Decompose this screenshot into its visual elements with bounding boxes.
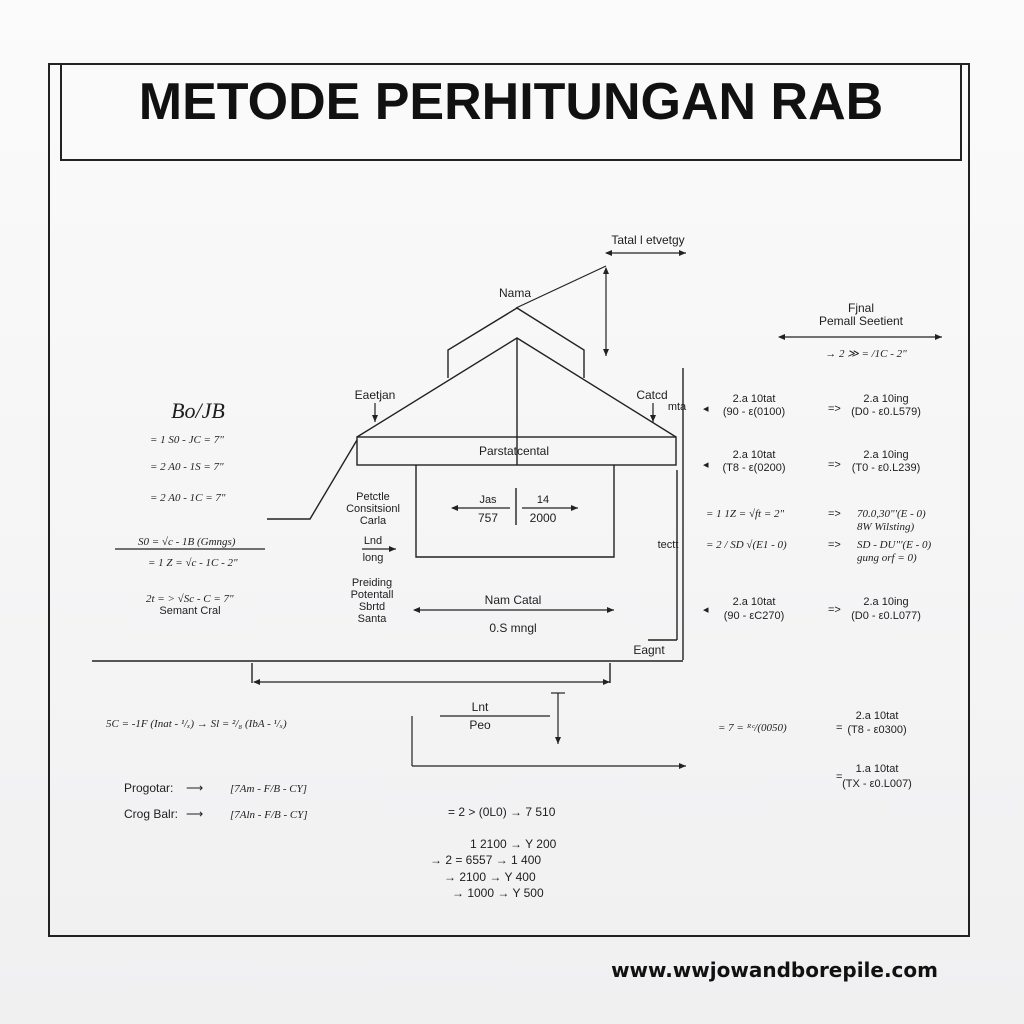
mid-block3-line3: Sbrtd	[359, 601, 385, 613]
right-side-mid-label: tectt	[658, 539, 679, 551]
dimension-arrows	[115, 250, 942, 769]
progotar-expr: [7Am - F/B - CY]	[230, 783, 307, 795]
house-structure	[92, 307, 684, 683]
row1-a-top: 2.a 10tat	[733, 393, 776, 405]
row3-a-top: = 1 1Z = √ft = 2"	[706, 508, 785, 520]
calc-line-1: = 2 > (0L0) → 7 510	[448, 805, 556, 819]
bottom-right-r2-top: 1.a 10tat	[856, 763, 899, 775]
row1-b-bot: (D0 - ε0.L579)	[851, 406, 921, 418]
mid-block2-line1: Lnd	[364, 535, 382, 547]
row2-b-top: 2.a 10ing	[863, 449, 908, 461]
row2-a-bot: (T8 - ε(0200)	[723, 462, 786, 474]
left-lower-formula: 2t = > √Sc - C = 7"	[146, 593, 234, 605]
row3-b-extra: 8W Wilsting)	[857, 521, 914, 533]
bottom-mid-bot: Peo	[469, 718, 491, 732]
outer-frame	[48, 63, 970, 937]
left-note-line-2: = 2 A0 - 1S = 7"	[150, 461, 224, 473]
left-mid-formula: S0 = √c - 1B (Gmngs)	[138, 536, 236, 548]
corner-label: Eagnt	[633, 643, 665, 657]
row3-eq-2: =>	[828, 539, 841, 551]
roof-peak-label: Nama	[499, 286, 531, 300]
right-rows: ◂ 2.a 10tat (90 - ε(0100) => 2.a 10ing (…	[703, 393, 932, 622]
mid-block3-line2: Potentall	[351, 589, 394, 601]
right-header-top: Fjnal	[848, 301, 874, 315]
page-title: METODE PERHITUNGAN RAB	[138, 73, 884, 131]
row1-a-bot: (90 - ε(0100)	[723, 406, 785, 418]
mid-block1-line3: Carla	[360, 515, 387, 527]
row4-b-top: 2.a 10ing	[863, 596, 908, 608]
left-eave-label: Eaetjan	[355, 388, 396, 402]
row4-a-bot: (90 - εC270)	[724, 610, 785, 622]
mid-block1-line2: Consitsionl	[346, 503, 400, 515]
progotar-arrow: ⟶	[186, 781, 203, 795]
inner-dim-right-bot: 2000	[530, 511, 557, 525]
row4-eq: =>	[828, 604, 841, 616]
crog-arrow: ⟶	[186, 807, 203, 821]
row2-eq: =>	[828, 459, 841, 471]
calc-line-3: → 2 = 6557 → 1 400	[430, 853, 541, 867]
right-eave-label: Catcd	[636, 388, 667, 402]
crog-label: Crog Balr:	[124, 807, 178, 821]
bottom-mid-top: Lnt	[472, 700, 489, 714]
inner-dim-right-top: 14	[537, 494, 549, 506]
crog-expr: [7Aln - F/B - CY]	[230, 809, 308, 821]
mid-block2-line2: long	[363, 552, 384, 564]
mid-block3-line4: Santa	[358, 613, 388, 625]
left-mid-line: = 1 Z = √c - 1C - 2"	[148, 557, 238, 569]
inner-dim-left-top: Jas	[479, 494, 497, 506]
title-box	[60, 63, 962, 161]
bottom-right-eq: = 7 = ᴿᶜ/(0050)	[718, 722, 787, 734]
row3-b-bot: SD - DU"'(E - 0)	[857, 539, 932, 551]
row3-a-bot: = 2 / SD √(E1 - 0)	[706, 539, 787, 551]
left-note-line-1: = 1 S0 - JC = 7"	[150, 434, 224, 446]
inner-dim-left-bot: 757	[478, 511, 498, 525]
footer-website-url[interactable]: www.wwjowandborepile.com	[611, 958, 938, 982]
row-arrow-2: ◂	[703, 459, 709, 471]
calc-line-2: 1 2100 → Y 200	[470, 837, 557, 851]
bottom-right-r2-bot: (TX - ε0.L007)	[842, 778, 912, 790]
floor-dim-top: Nam Catal	[485, 593, 542, 607]
right-header-formula: → 2 ≫ = /1C - 2"	[825, 348, 907, 360]
row-arrow-4: ◂	[703, 604, 709, 616]
mid-block3-line1: Preiding	[352, 577, 392, 589]
row4-b-bot: (D0 - ε0.L077)	[851, 610, 921, 622]
left-notes-heading: Bo/JB	[171, 398, 225, 423]
calc-line-4: → 2100 → Y 400	[444, 870, 536, 884]
top-dim-label: Tatal l etvetgy	[611, 233, 684, 247]
bottom-right-r1-top: 2.a 10tat	[856, 710, 899, 722]
left-lower-caption: Semant Cral	[159, 605, 220, 617]
bottom-right-eq-sign-1: =	[836, 722, 842, 734]
row4-a-top: 2.a 10tat	[733, 596, 776, 608]
row1-eq: =>	[828, 403, 841, 415]
row2-a-top: 2.a 10tat	[733, 449, 776, 461]
row2-b-bot: (T0 - ε0.L239)	[852, 462, 921, 474]
bottom-left-formula: 5C = -1F (Inat - ¹/ₓ) → Sl = ²/₈ (IbA - …	[106, 718, 287, 730]
left-note-line-3: = 2 A0 - 1C = 7"	[150, 492, 226, 504]
row-arrow-1: ◂	[703, 403, 709, 415]
bottom-right-eq-sign-2: =	[836, 771, 842, 783]
bottom-right-r1-bot: (T8 - ε0300)	[847, 724, 906, 736]
row3-b-top: 70.0,30"'(E - 0)	[857, 508, 926, 520]
floor-dim-bot: 0.S mngl	[489, 621, 536, 635]
row1-b-top: 2.a 10ing	[863, 393, 908, 405]
row3-eq-1: =>	[828, 508, 841, 520]
right-side-small-label: mta	[668, 401, 687, 413]
ceiling-label: Parstatcental	[479, 444, 549, 458]
progotar-label: Progotar:	[124, 781, 173, 795]
calc-line-5: → 1000 → Y 500	[452, 886, 544, 900]
row3-b-extra2: gung orf = 0)	[857, 552, 917, 564]
right-header-bot: Pemall Seetient	[819, 314, 904, 328]
mid-block1-line1: Petctle	[356, 491, 390, 503]
